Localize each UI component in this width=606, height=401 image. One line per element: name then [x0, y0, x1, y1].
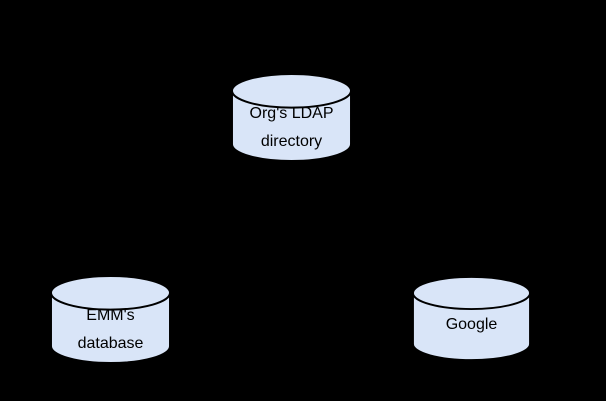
node-label-line: database	[77, 334, 144, 352]
node-label: Google	[411, 301, 532, 349]
node-label: EMM's database	[49, 301, 172, 357]
cylinder-top	[411, 275, 532, 310]
database-cylinder-icon	[411, 275, 532, 362]
node-label-line: EMM's	[86, 306, 135, 324]
cylinder-top	[49, 274, 172, 311]
cylinder-top	[230, 72, 353, 109]
database-cylinder-icon	[230, 72, 353, 163]
node-label: Org's LDAP directory	[230, 99, 353, 155]
node-label-line: Google	[445, 316, 498, 334]
node-label-line: Org's LDAP	[249, 104, 334, 122]
db-node-org-ldap-directory: Org's LDAP directory	[230, 72, 353, 163]
node-label-line: directory	[260, 132, 323, 150]
db-node-emm-database: EMM's database	[49, 274, 172, 365]
database-cylinder-icon	[49, 274, 172, 365]
db-node-google: Google	[411, 275, 532, 362]
